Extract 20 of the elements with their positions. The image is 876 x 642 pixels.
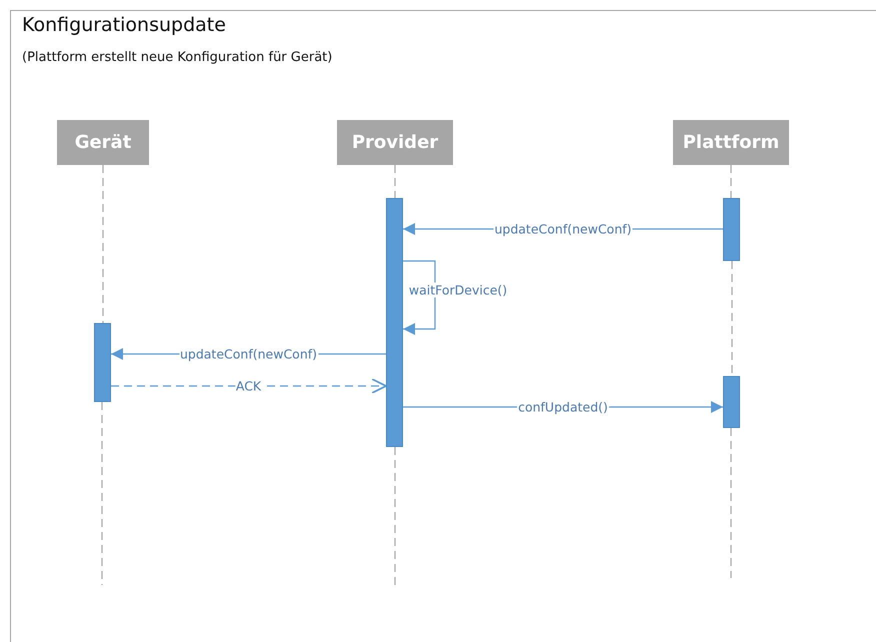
lifeline-header: Gerät: [57, 120, 149, 165]
edge-label: confUpdated(): [517, 400, 609, 414]
activation-bar: [723, 198, 740, 261]
edge-label: waitForDevice(): [408, 282, 508, 298]
lifeline: [731, 261, 733, 376]
edge-label: ACK: [234, 378, 262, 394]
message-arrow: [403, 260, 436, 335]
lifeline: [394, 165, 396, 198]
lifeline-header: Plattform: [673, 120, 789, 165]
return-arrow: [111, 378, 387, 394]
activation-bar: [723, 376, 740, 428]
activation-bar: [386, 198, 403, 447]
lifeline: [730, 165, 732, 198]
edge-label: updateConf(newConf): [493, 222, 633, 236]
diagram-title: Konfigurationsupdate: [22, 14, 226, 36]
diagram-subtitle: (Plattform erstellt neue Konfiguration für Gerät): [22, 50, 332, 65]
lifeline: [102, 165, 104, 323]
lifeline-header: Provider: [337, 120, 453, 165]
edge-label: updateConf(newConf): [178, 346, 318, 362]
activation-bar: [94, 323, 111, 402]
